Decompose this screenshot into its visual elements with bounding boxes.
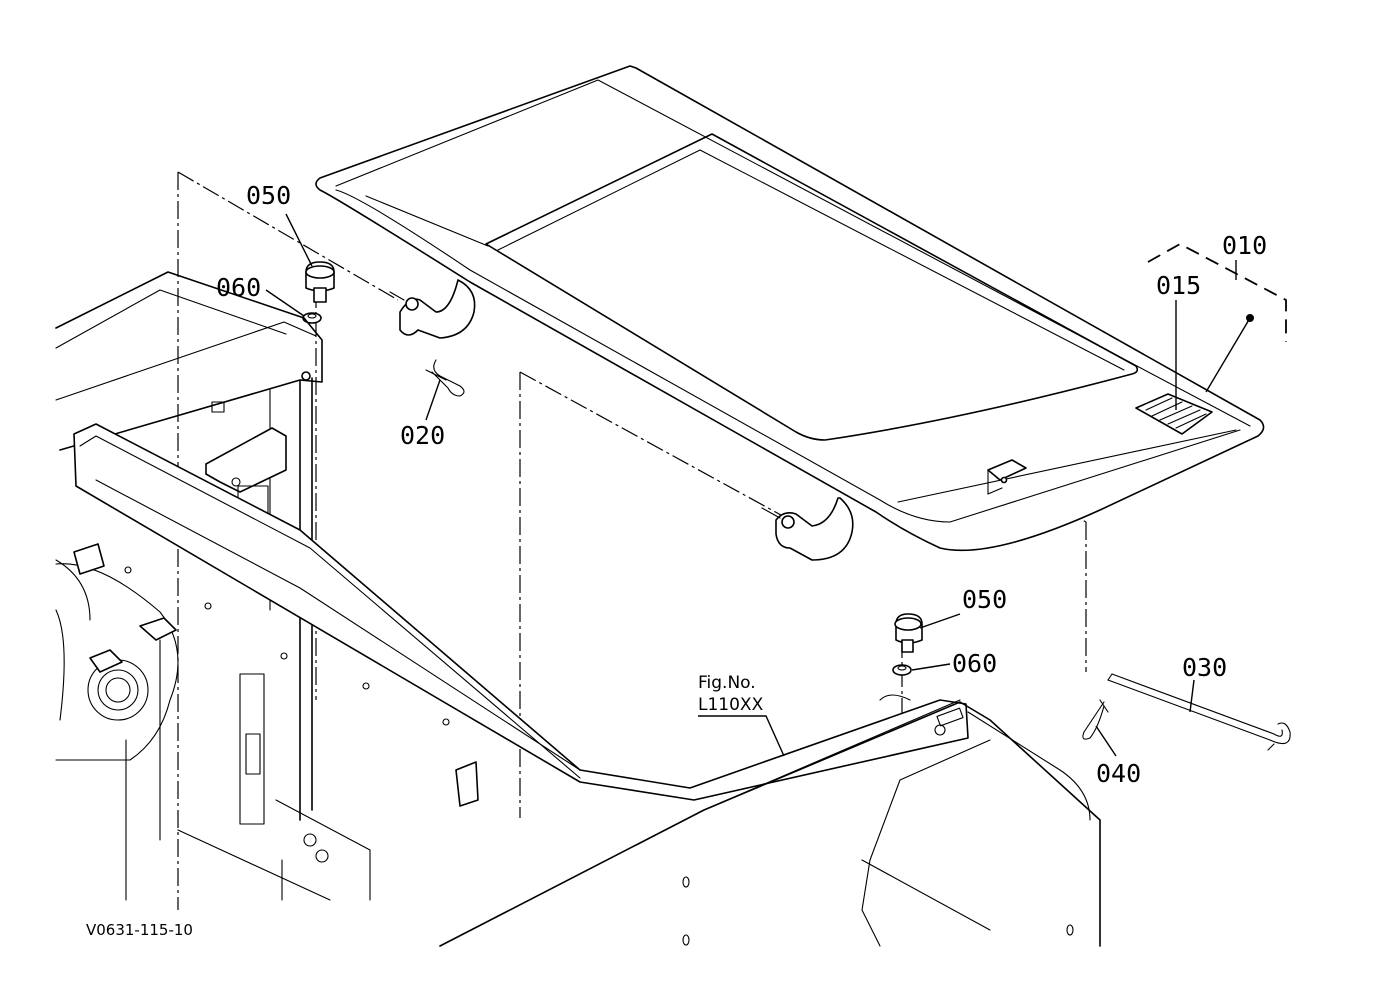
hood-cover bbox=[315, 65, 1265, 552]
leader-lines bbox=[265, 213, 1254, 757]
latch-bracket bbox=[987, 459, 1027, 481]
hinge-right bbox=[761, 497, 854, 561]
drawing-code: V0631-115-10 bbox=[86, 921, 193, 939]
hinge-left bbox=[389, 279, 476, 339]
rubber-stop-050-top bbox=[305, 261, 335, 303]
snap-pin-040 bbox=[1082, 699, 1109, 740]
r-pin-020 bbox=[425, 359, 465, 397]
stay-rod-030 bbox=[1107, 673, 1291, 751]
decal-hatch bbox=[1145, 397, 1207, 429]
assembly-bracket-010 bbox=[1147, 242, 1287, 342]
callout-060-bottom: 060 bbox=[952, 649, 997, 678]
nut-060-top bbox=[302, 312, 322, 324]
figure-ref-line1: Fig.No. bbox=[698, 673, 756, 693]
callout-015: 015 bbox=[1156, 271, 1201, 300]
callout-050-bottom: 050 bbox=[962, 585, 1007, 614]
callout-060-top: 060 bbox=[216, 273, 261, 302]
figure-ref-line2: L110XX bbox=[698, 695, 764, 715]
callout-030: 030 bbox=[1182, 653, 1227, 682]
callout-010: 010 bbox=[1222, 231, 1267, 260]
callout-040: 040 bbox=[1096, 759, 1141, 788]
machine-frame bbox=[55, 271, 1101, 947]
rubber-stop-050-bottom bbox=[894, 613, 923, 653]
callout-050-top: 050 bbox=[246, 181, 291, 210]
callout-labels: 010 015 020 030 040 050 060 050 060 Fig.… bbox=[86, 181, 1267, 939]
nut-060-bottom bbox=[892, 664, 912, 676]
callout-020: 020 bbox=[400, 421, 445, 450]
